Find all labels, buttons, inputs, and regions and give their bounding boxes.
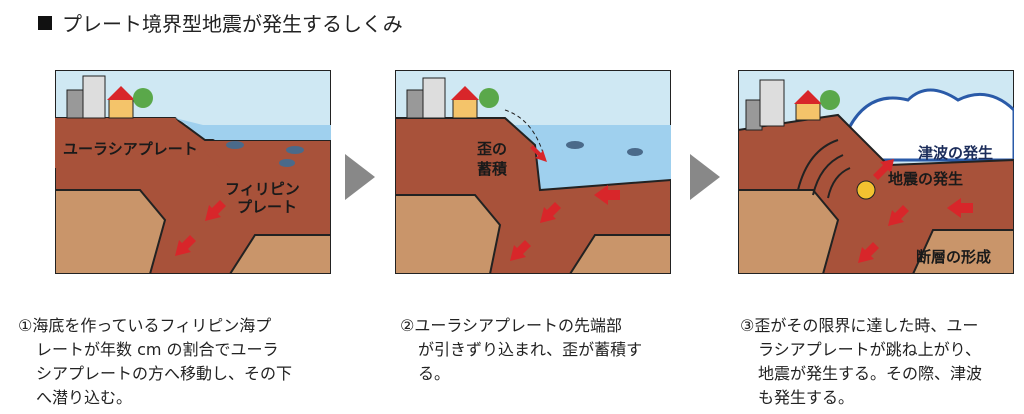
label-earthquake: 地震の発生 [888, 170, 964, 188]
next-step-arrow-icon [690, 154, 720, 200]
arrow-icon [594, 185, 620, 205]
caption-2: ②ユーラシアプレートの先端部 が引きずり込まれ、歪が蓄積す る。 [400, 314, 690, 386]
title-text: プレート境界型地震が発生するしくみ [62, 12, 403, 36]
tsunami-wave-icon [846, 88, 1014, 162]
arrow-icon [858, 242, 879, 263]
label-fault: 断層の形成 [916, 248, 992, 266]
panel-1-subduction: ユーラシアプレート フィリピン プレート [55, 70, 331, 274]
panel-1-illustration [55, 70, 331, 274]
caption-line: も発生する。 [758, 388, 855, 407]
label-tsunami: 津波の発生 [918, 144, 994, 162]
caption-line: へ潜り込む。 [36, 388, 133, 407]
panel-3-earthquake: 津波の発生 地震の発生 断層の形成 [738, 70, 1014, 274]
arrow-icon [205, 200, 226, 221]
next-step-arrow-icon [345, 154, 375, 200]
arrow-icon [888, 205, 909, 226]
square-bullet-icon [38, 15, 52, 30]
arrow-icon [175, 235, 196, 256]
caption-1: ①海底を作っているフィリピン海プ レートが年数 cm の割合でユーラ シアプレー… [18, 314, 308, 410]
caption-line: ③歪がその限界に達した時、ユー [740, 316, 979, 335]
caption-line: 地震が発生する。その際、津波 [758, 364, 983, 383]
panel-2-illustration [395, 70, 671, 274]
label-strain-2: 蓄積 [477, 160, 508, 178]
caption-line: る。 [418, 364, 451, 383]
arrow-icon [510, 240, 531, 261]
panel-3-illustration [738, 70, 1014, 274]
arrow-icon [530, 145, 547, 162]
label-eurasian-plate: ユーラシアプレート [63, 140, 198, 158]
caption-line: ②ユーラシアプレートの先端部 [400, 316, 623, 335]
epicenter-icon [856, 180, 876, 200]
label-philippine-plate-2: プレート [237, 198, 298, 216]
label-strain-1: 歪の [477, 140, 508, 158]
caption-3: ③歪がその限界に達した時、ユー ラシアプレートが跳ね上がり、 地震が発生する。そ… [740, 314, 1024, 410]
diagram-title: プレート境界型地震が発生するしくみ [38, 8, 403, 37]
label-philippine-plate-1: フィリピン [225, 180, 300, 198]
caption-line: シアプレートの方へ移動し、その下 [36, 364, 293, 383]
panel-2-strain: 歪の 蓄積 [395, 70, 671, 274]
caption-line: が引きずり込まれ、歪が蓄積す [418, 340, 643, 359]
caption-line: レートが年数 cm の割合でユーラ [36, 340, 279, 359]
arrow-icon [540, 202, 561, 223]
arrow-icon [873, 159, 894, 180]
caption-line: ラシアプレートが跳ね上がり、 [758, 340, 982, 359]
caption-line: ①海底を作っているフィリピン海プ [18, 316, 272, 335]
arrow-icon [947, 198, 973, 218]
